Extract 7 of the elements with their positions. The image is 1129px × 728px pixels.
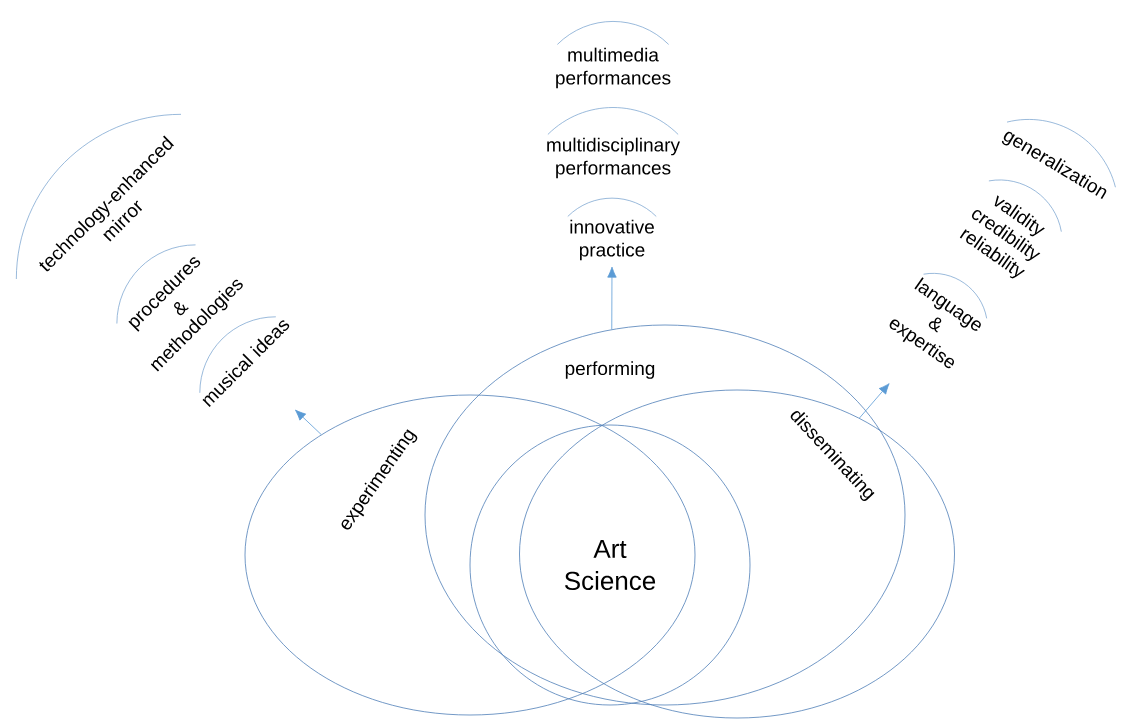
arrow [607, 266, 617, 330]
circle-label: performing [565, 361, 655, 379]
arched-label: innovative practice [567, 197, 657, 261]
arrow [859, 383, 890, 419]
arched-label: multimedia performances [556, 21, 671, 89]
arched-label: multidisciplinary performances [547, 107, 680, 179]
arrow [295, 409, 322, 435]
